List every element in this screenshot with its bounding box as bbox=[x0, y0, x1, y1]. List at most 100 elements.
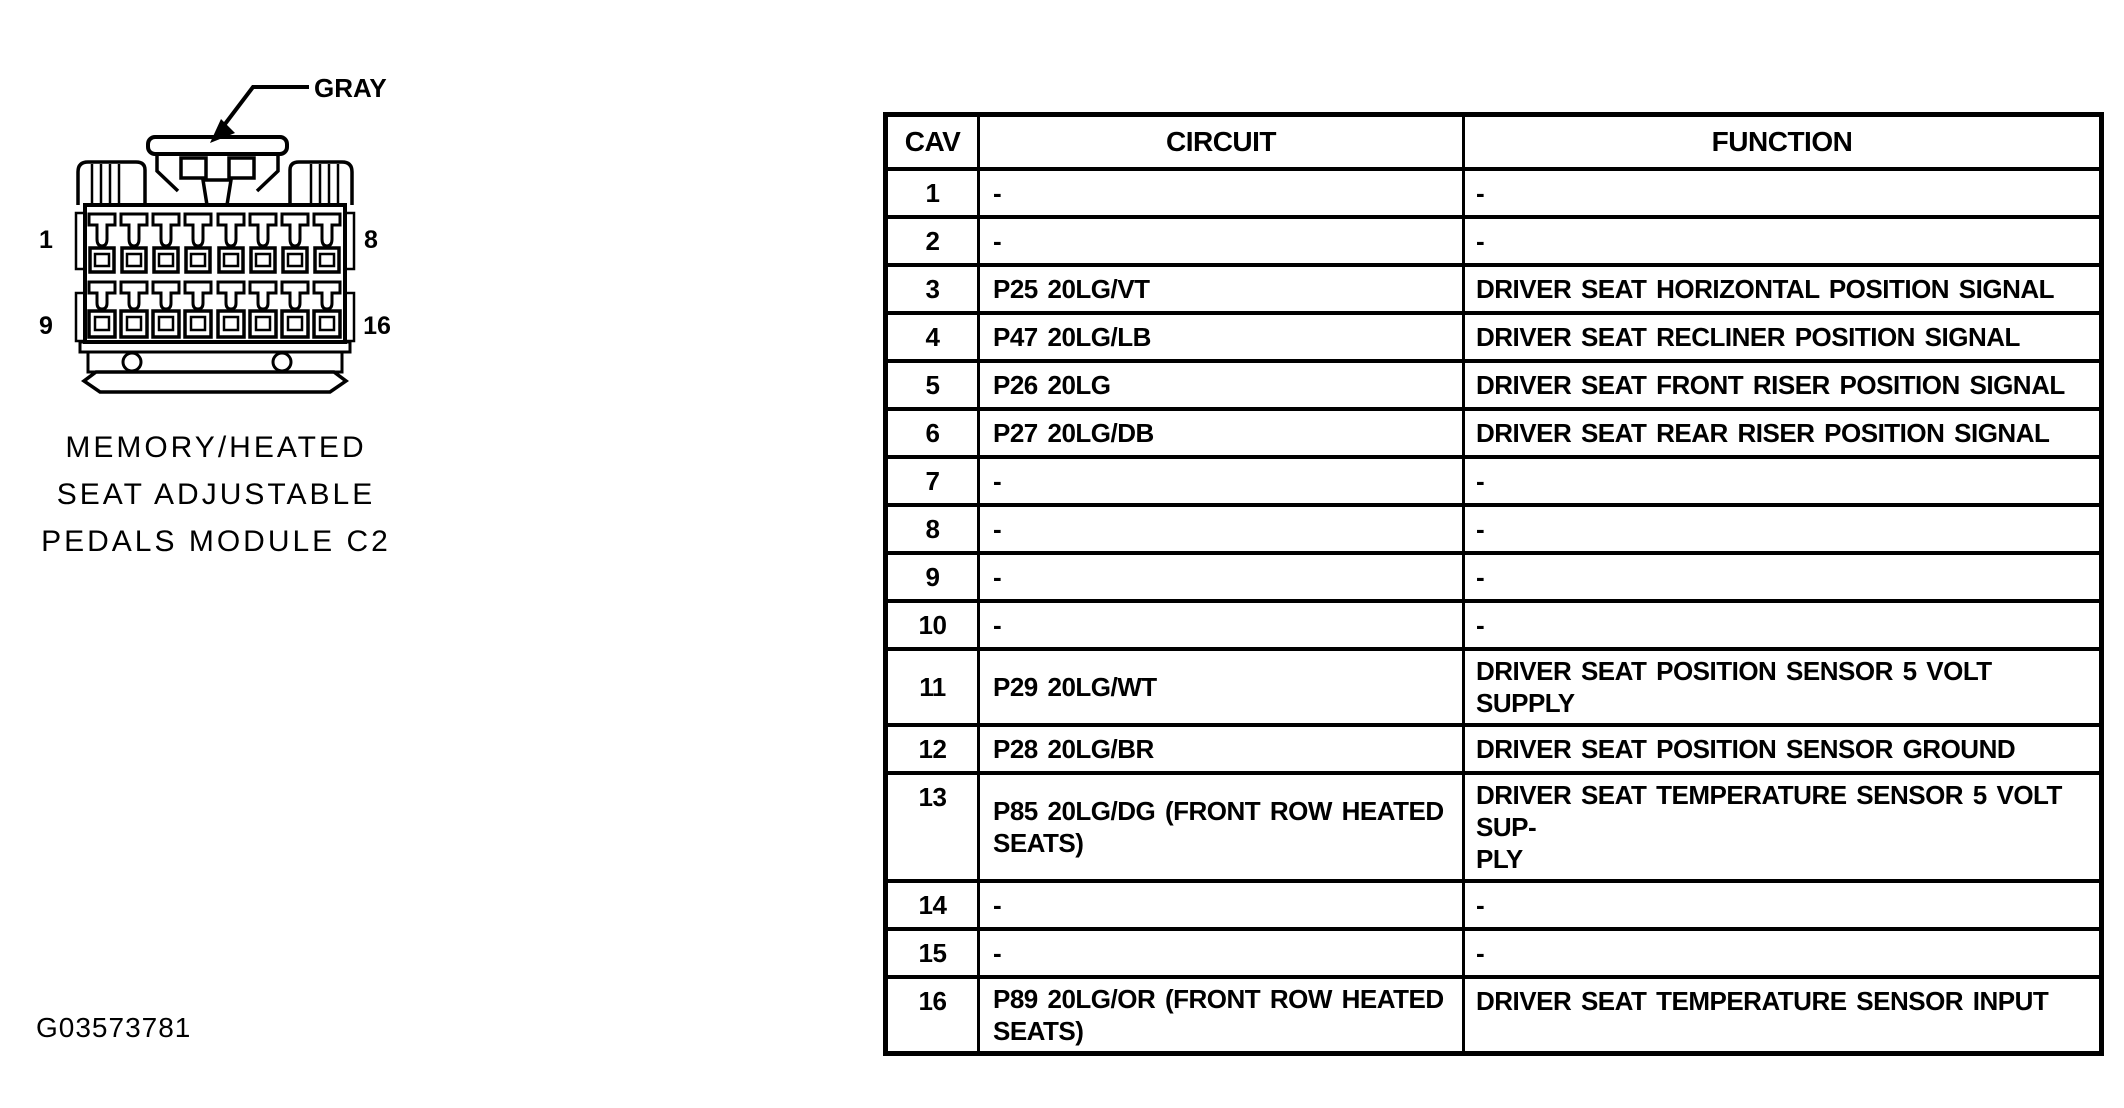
tower-ribs-right bbox=[309, 164, 340, 204]
cav-cell: 1 bbox=[884, 167, 980, 219]
terminal-cavity bbox=[248, 309, 278, 339]
table-row: 8-- bbox=[884, 503, 2103, 555]
circuit-cell: - bbox=[977, 599, 1465, 651]
function-cell: DRIVER SEAT FRONT RISER POSITION SIGNAL bbox=[1462, 359, 2103, 411]
terminal-cavity bbox=[152, 246, 180, 274]
latch-shoulder-right bbox=[255, 154, 280, 193]
cav-cell: 7 bbox=[884, 455, 980, 507]
table-row: 10-- bbox=[884, 599, 2103, 651]
terminal-cavity bbox=[254, 315, 272, 332]
table-row: 7-- bbox=[884, 455, 2103, 507]
terminal-cavity bbox=[222, 315, 240, 332]
function-cell: - bbox=[1462, 551, 2103, 603]
terminal-cavity bbox=[157, 315, 175, 332]
function-cell: DRIVER SEAT TEMPERATURE SENSOR 5 VOLT SU… bbox=[1462, 771, 2103, 883]
header-function: FUNCTION bbox=[1462, 112, 2103, 171]
terminal-grid bbox=[87, 212, 342, 339]
circuit-cell: - bbox=[977, 503, 1465, 555]
header-cav: CAV bbox=[884, 112, 980, 171]
connector-latch-bar bbox=[146, 135, 289, 156]
circuit-cell: P27 20LG/DB bbox=[977, 407, 1465, 459]
connector-diagram: GRAY 1 8 9 16 bbox=[39, 73, 391, 394]
connector-color-label: GRAY bbox=[314, 73, 387, 103]
pin-label-1: 1 bbox=[39, 226, 53, 254]
cav-cell: 3 bbox=[884, 263, 980, 315]
terminal-cavity bbox=[184, 246, 212, 274]
circuit-cell: - bbox=[977, 551, 1465, 603]
function-cell: - bbox=[1462, 879, 2103, 931]
circuit-cell: - bbox=[977, 879, 1465, 931]
table-row: 15-- bbox=[884, 927, 2103, 979]
terminal-cavity bbox=[183, 309, 213, 339]
table-row: 14-- bbox=[884, 879, 2103, 931]
tower-ribs-left bbox=[90, 164, 121, 204]
circuit-cell: P85 20LG/DG (FRONT ROW HEATED SEATS) bbox=[977, 771, 1465, 883]
function-cell: DRIVER SEAT REAR RISER POSITION SIGNAL bbox=[1462, 407, 2103, 459]
circuit-cell: P47 20LG/LB bbox=[977, 311, 1465, 363]
terminal-cavity bbox=[120, 246, 148, 274]
terminal-cavity bbox=[125, 252, 143, 268]
terminal-cavity bbox=[157, 252, 175, 268]
cav-cell: 12 bbox=[884, 723, 980, 775]
circuit-cell: P25 20LG/VT bbox=[977, 263, 1465, 315]
terminal-cavity bbox=[312, 212, 342, 248]
terminal-cavity bbox=[318, 252, 336, 268]
circuit-cell: P26 20LG bbox=[977, 359, 1465, 411]
terminal-cavity bbox=[151, 212, 181, 248]
function-cell: - bbox=[1462, 455, 2103, 507]
function-cell: DRIVER SEAT TEMPERATURE SENSOR INPUT bbox=[1462, 975, 2103, 1056]
terminal-cavity bbox=[119, 309, 149, 339]
base-keyhole bbox=[121, 351, 143, 373]
latch-shoulder-left bbox=[155, 154, 180, 193]
cav-cell: 2 bbox=[884, 215, 980, 267]
function-cell: - bbox=[1462, 599, 2103, 651]
base-keyhole bbox=[271, 351, 293, 373]
ribbed-tower-left bbox=[76, 160, 147, 205]
terminal-cavity bbox=[216, 280, 246, 311]
terminal-cavity bbox=[183, 212, 213, 248]
circuit-cell: - bbox=[977, 167, 1465, 219]
function-cell: DRIVER SEAT RECLINER POSITION SIGNAL bbox=[1462, 311, 2103, 363]
terminal-cavity bbox=[248, 280, 278, 311]
terminal-cavity bbox=[312, 309, 342, 339]
table-row: 9-- bbox=[884, 551, 2103, 603]
terminal-cavity bbox=[249, 246, 277, 274]
terminal-cavity bbox=[254, 252, 272, 268]
circuit-cell: - bbox=[977, 215, 1465, 267]
terminal-cavity bbox=[93, 315, 111, 332]
function-cell: DRIVER SEAT POSITION SENSOR 5 VOLT SUPPL… bbox=[1462, 647, 2103, 727]
terminal-cavity bbox=[286, 315, 304, 332]
circuit-cell: P29 20LG/WT bbox=[977, 647, 1465, 727]
leader-line bbox=[220, 85, 309, 130]
terminal-cavity bbox=[248, 212, 278, 248]
header-row: CAV CIRCUIT FUNCTION bbox=[884, 112, 2103, 171]
terminal-cavity bbox=[313, 246, 341, 274]
terminal-cavity bbox=[183, 280, 213, 311]
cav-cell: 8 bbox=[884, 503, 980, 555]
terminal-cavity bbox=[280, 280, 310, 311]
cav-cell: 13 bbox=[884, 771, 980, 883]
terminal-cavity bbox=[216, 212, 246, 248]
terminal-cavity bbox=[217, 246, 245, 274]
table-row: 1-- bbox=[884, 167, 2103, 219]
latch-window bbox=[227, 156, 256, 180]
cav-cell: 10 bbox=[884, 599, 980, 651]
terminal-cavity bbox=[280, 309, 310, 339]
function-cell: - bbox=[1462, 215, 2103, 267]
terminal-cavity bbox=[151, 280, 181, 311]
terminal-cavity bbox=[281, 246, 309, 274]
table-row: 2-- bbox=[884, 215, 2103, 267]
cav-cell: 5 bbox=[884, 359, 980, 411]
arrowhead-icon bbox=[210, 119, 235, 143]
header-circuit: CIRCUIT bbox=[977, 112, 1465, 171]
terminal-cavity bbox=[119, 212, 149, 248]
terminal-cavity bbox=[189, 252, 207, 268]
